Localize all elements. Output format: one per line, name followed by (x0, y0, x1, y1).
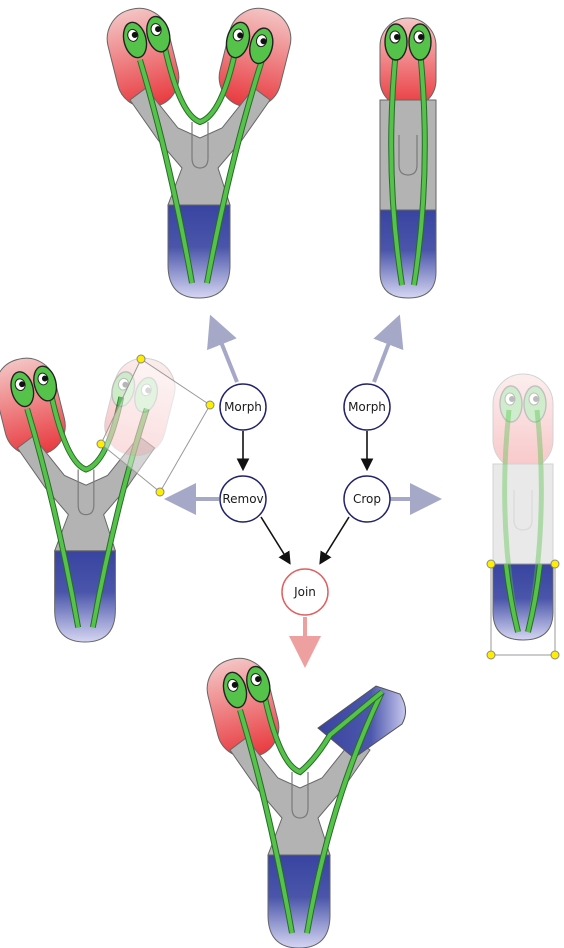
figure-morphed-tall (379, 17, 437, 299)
node-morph-left[interactable]: Morph (219, 383, 267, 431)
crop-handle[interactable] (486, 650, 496, 660)
node-label: Morph (348, 400, 386, 414)
selection-handle[interactable] (155, 487, 165, 497)
arrow-remove-to-join (260, 516, 291, 565)
node-crop[interactable]: Crop (343, 475, 391, 523)
node-join[interactable]: Join (281, 568, 329, 616)
figure-joined-result (206, 657, 406, 948)
arrow-morph-to-top-right (372, 314, 404, 383)
figure-remove-selection (0, 354, 215, 643)
flow-arrows (164, 314, 442, 668)
node-remove[interactable]: Remov (219, 475, 267, 523)
crop-handle[interactable] (550, 559, 560, 569)
crop-box (490, 563, 556, 656)
figure-original-y (101, 2, 297, 298)
node-label: Join (293, 585, 316, 599)
figure-crop-selection (486, 373, 560, 660)
selection-handle[interactable] (205, 400, 215, 410)
selection-handle[interactable] (136, 354, 146, 364)
node-label: Morph (224, 400, 262, 414)
node-morph-right[interactable]: Morph (343, 383, 391, 431)
crop-handle[interactable] (486, 559, 496, 569)
arrow-morph-to-top-left (207, 314, 239, 383)
arrow-crop-to-join (319, 516, 350, 565)
selection-handle[interactable] (96, 439, 106, 449)
node-label: Remov (222, 492, 263, 506)
crop-handle[interactable] (550, 650, 560, 660)
node-label: Crop (353, 492, 381, 506)
